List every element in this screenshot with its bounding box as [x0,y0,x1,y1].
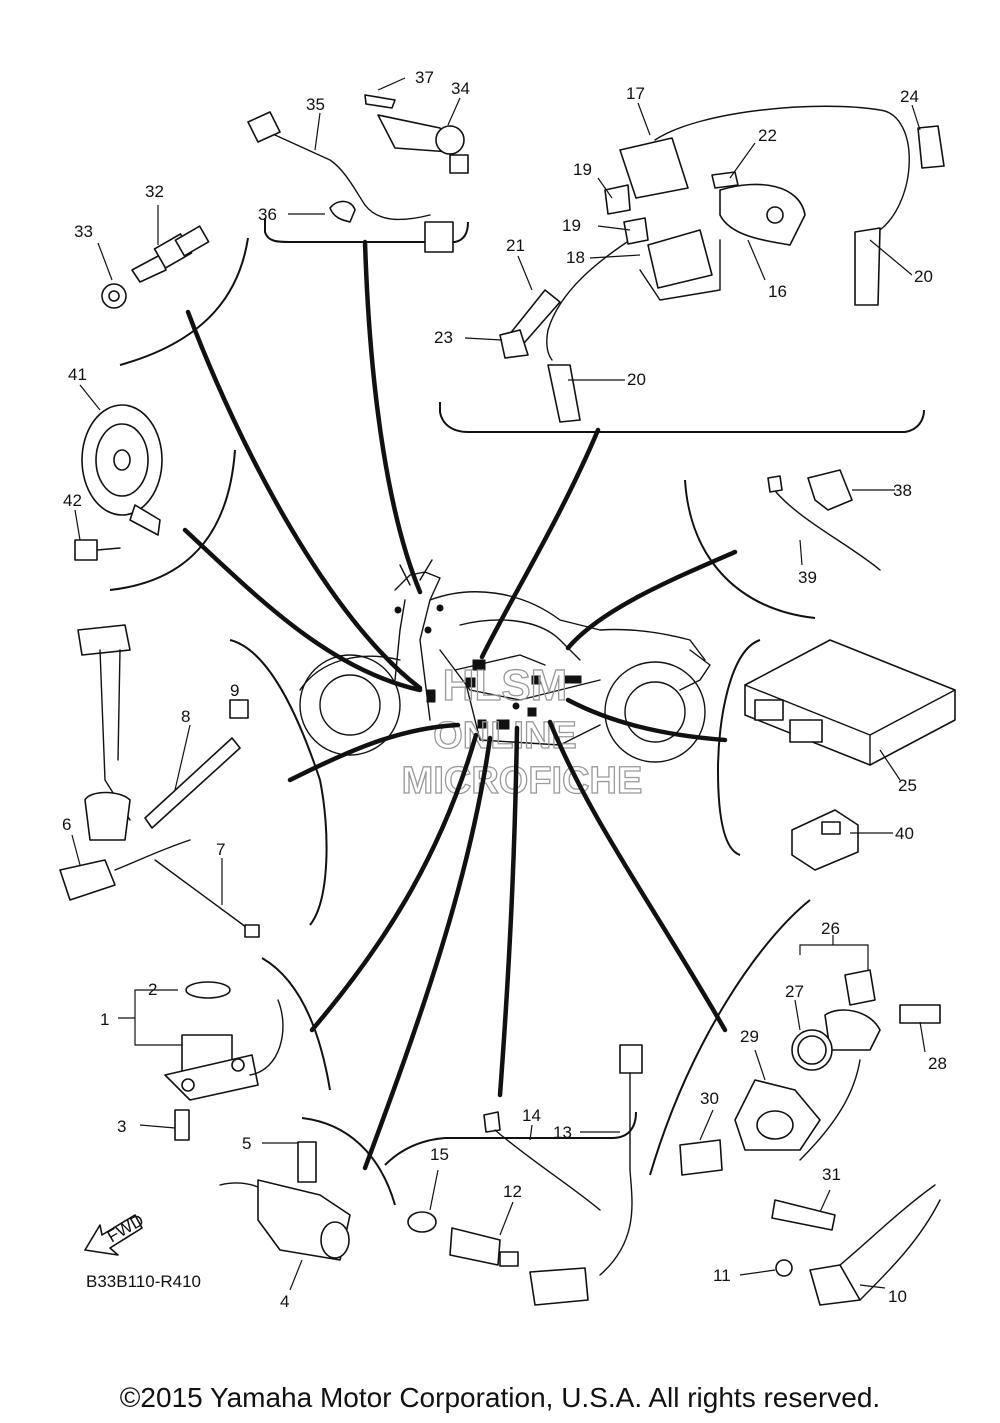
part-group-sensor-34 [247,94,469,253]
fwd-arrow-icon: FWD [84,1210,147,1256]
part-label: 4 [280,1292,289,1311]
part-label: 14 [522,1106,541,1125]
part-label: 5 [242,1134,251,1153]
part-label: 20 [627,370,646,389]
part-label: 37 [415,68,434,87]
callout-lines [71,77,926,1291]
part-label: 6 [62,815,71,834]
part-group-ecu [744,639,956,871]
part-group-shift [59,624,260,938]
part-label: 35 [306,95,325,114]
part-label: 15 [430,1145,449,1164]
part-label: 21 [506,236,525,255]
part-label: 30 [700,1089,719,1108]
watermark-line3: MICROFICHE [402,760,643,802]
part-label: 29 [740,1027,759,1046]
part-group-ignition-coils [499,105,945,423]
part-label: 32 [145,182,164,201]
part-label: 10 [888,1287,907,1306]
part-group-sensor-12 [407,1044,643,1306]
part-label: 19 [562,216,581,235]
part-label: 9 [230,681,239,700]
part-label: 34 [451,79,470,98]
part-label: 23 [434,328,453,347]
part-label: 13 [553,1123,572,1142]
part-group-sensor-26 [679,969,941,1306]
part-label: 40 [895,824,914,843]
part-label: 19 [573,160,592,179]
part-label: 11 [713,1266,731,1285]
part-label: 7 [216,840,225,859]
part-label: 25 [898,776,917,795]
part-label: 33 [74,222,93,241]
part-label: 3 [117,1117,126,1136]
connector-points [394,604,582,730]
part-label: 42 [63,491,82,510]
part-label: 17 [626,84,645,103]
part-group-sensor-4 [219,1141,351,1261]
part-label: 16 [768,282,787,301]
part-group-horn [74,404,163,561]
part-label: 26 [821,919,840,938]
fwd-label: FWD [104,1210,147,1246]
part-label: 2 [148,980,157,999]
part-group-clamp-38 [767,469,881,571]
part-group-sensor-1 [164,981,284,1141]
group-brackets [109,218,925,1206]
part-label: 31 [822,1165,841,1184]
part-group-sensor-32 [101,225,210,309]
part-label: 38 [893,481,912,500]
part-label: 22 [758,126,777,145]
part-label: 39 [798,568,817,587]
watermark: HLSM ONLINE MICROFICHE [401,660,643,802]
part-label: 27 [785,982,804,1001]
part-label: 1 [100,1010,109,1029]
part-label: 41 [68,365,87,384]
part-label: 24 [900,87,919,106]
part-label: 20 [914,267,933,286]
watermark-line1: HLSM [443,661,568,710]
part-label: 36 [258,205,277,224]
part-label: 18 [566,248,585,267]
watermark-line2: ONLINE [433,715,577,757]
copyright-notice: ©2015 Yamaha Motor Corporation, U.S.A. A… [119,1382,881,1413]
part-labels: 1 2 3 4 5 6 7 8 9 10 11 12 13 14 15 16 1… [62,68,947,1311]
connector-lines [182,239,738,1171]
part-label: 28 [928,1054,947,1073]
part-label: 12 [503,1182,522,1201]
diagram-code: B33B110-R410 [86,1272,201,1291]
part-label: 8 [181,707,190,726]
